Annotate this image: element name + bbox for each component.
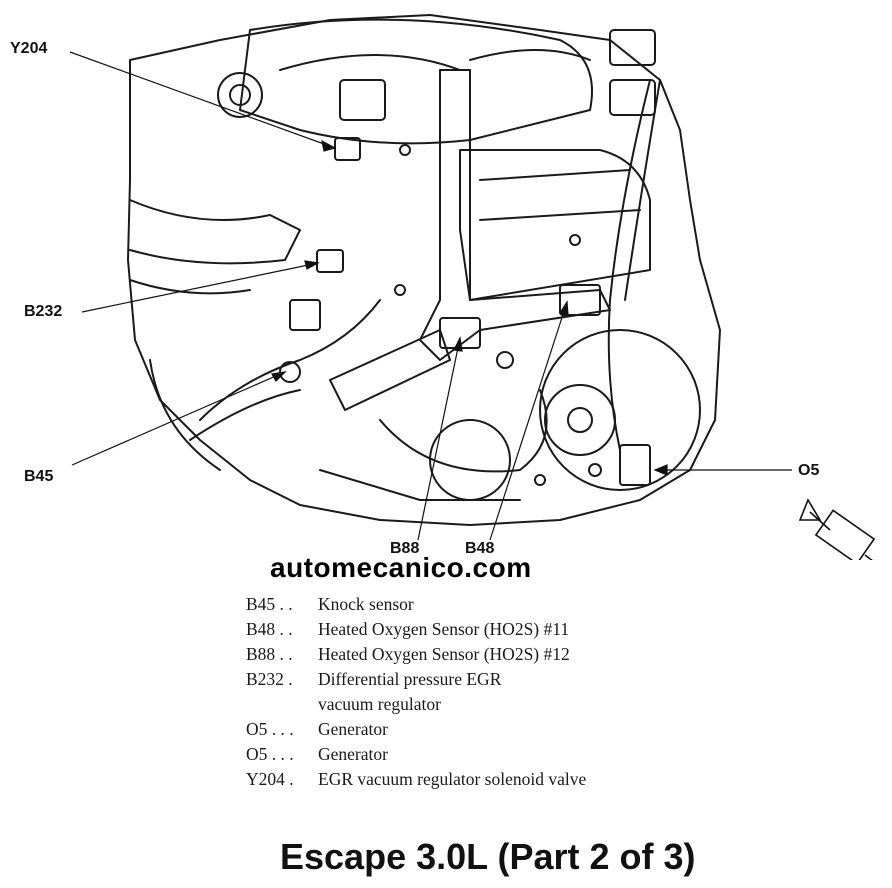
legend-code: O5 . . .	[246, 744, 294, 764]
valve-cover-rib	[479, 169, 631, 181]
legend-desc: Generator	[318, 744, 388, 764]
intake-plenum	[239, 18, 593, 145]
watermark-text: automecanico.com	[270, 552, 532, 583]
egr-valve-cap	[229, 84, 251, 106]
legend-desc: Generator	[318, 719, 388, 739]
coolant-pipe	[129, 279, 251, 295]
legend-desc: Heated Oxygen Sensor (HO2S) #11	[318, 619, 570, 639]
legend-row: B232 . Differential pressure EGR	[246, 667, 586, 692]
leader-b88	[417, 337, 461, 541]
connector-b48	[559, 284, 601, 316]
leader-y204	[69, 51, 336, 149]
timing-cover	[379, 389, 548, 473]
intake-runner	[469, 49, 591, 61]
legend-row: B45 . . Knock sensor	[246, 592, 586, 617]
legend: B45 . . Knock sensor B48 . . Heated Oxygen…	[246, 592, 586, 792]
valve-cover	[459, 149, 651, 301]
leader-arrow	[559, 300, 569, 316]
lower-detail	[149, 359, 221, 471]
legend-desc: vacuum regulator	[318, 694, 441, 714]
label-b45: B45	[24, 468, 54, 485]
egr-solenoid	[339, 79, 386, 121]
legend-code: O5 . . .	[246, 719, 294, 739]
legend-desc: Differential pressure EGR	[318, 669, 502, 689]
legend-row: vacuum regulator	[246, 692, 586, 717]
legend-code: B45 . .	[246, 594, 293, 614]
legend-code: Y204 .	[246, 769, 294, 789]
coolant-pipe	[129, 199, 301, 265]
wire-harness	[189, 389, 301, 441]
wire-harness	[607, 79, 651, 451]
label-b88: B88	[390, 540, 420, 557]
bolt	[534, 474, 546, 486]
legend-code: B88 . .	[246, 644, 293, 664]
crank-pulley	[429, 419, 511, 501]
legend-desc: Heated Oxygen Sensor (HO2S) #12	[318, 644, 570, 664]
legend-code: B232 .	[246, 669, 293, 689]
page-title: Escape 3.0L (Part 2 of 3)	[280, 836, 696, 877]
leader-arrow	[653, 464, 668, 476]
knock-sensor	[279, 361, 301, 383]
engine-outline	[127, 14, 721, 526]
leader-arrow	[453, 336, 463, 352]
leader-b232	[81, 262, 319, 313]
bolt	[399, 144, 411, 156]
bolt	[394, 284, 406, 296]
legend-desc: Knock sensor	[318, 594, 414, 614]
bolt	[569, 234, 581, 246]
legend-row: O5 . . . Generator	[246, 717, 586, 742]
connector-o5	[619, 444, 651, 486]
generator-pulley	[544, 384, 616, 456]
intake-runner	[279, 54, 461, 71]
connector-top	[609, 29, 656, 66]
leader-arrow	[271, 371, 287, 382]
legend-row: B48 . . Heated Oxygen Sensor (HO2S) #11	[246, 617, 586, 642]
legend-code: B48 . .	[246, 619, 293, 639]
label-b232: B232	[24, 303, 63, 320]
label-b48: B48	[465, 540, 495, 557]
legend-row: Y204 . EGR vacuum regulator solenoid valv…	[246, 767, 586, 792]
generator	[539, 329, 701, 491]
label-y204: Y204	[10, 40, 48, 57]
legend-row: B88 . . Heated Oxygen Sensor (HO2S) #12	[246, 642, 586, 667]
leader-b48	[489, 301, 568, 541]
lower-detail	[319, 469, 521, 501]
wiring-bracket	[419, 69, 611, 361]
legend-row: O5 . . . Generator	[246, 742, 586, 767]
bolt	[496, 351, 514, 369]
bolt	[588, 463, 602, 477]
connector-top	[609, 79, 656, 116]
engine-diagram	[69, 14, 876, 560]
label-o5: O5	[798, 462, 820, 479]
connector-b232	[316, 249, 344, 273]
leader-arrow	[321, 139, 337, 152]
leader-arrow	[304, 260, 320, 270]
connector	[289, 299, 321, 331]
egr-valve	[217, 72, 263, 118]
legend-desc: EGR vacuum regulator solenoid valve	[318, 769, 587, 789]
leader-b45	[71, 371, 286, 466]
inset-connector-icon	[798, 498, 876, 560]
wiring-bracket	[329, 329, 451, 411]
valve-cover-rib	[479, 209, 641, 221]
generator-hub	[567, 407, 593, 433]
sensor-body	[334, 137, 361, 161]
